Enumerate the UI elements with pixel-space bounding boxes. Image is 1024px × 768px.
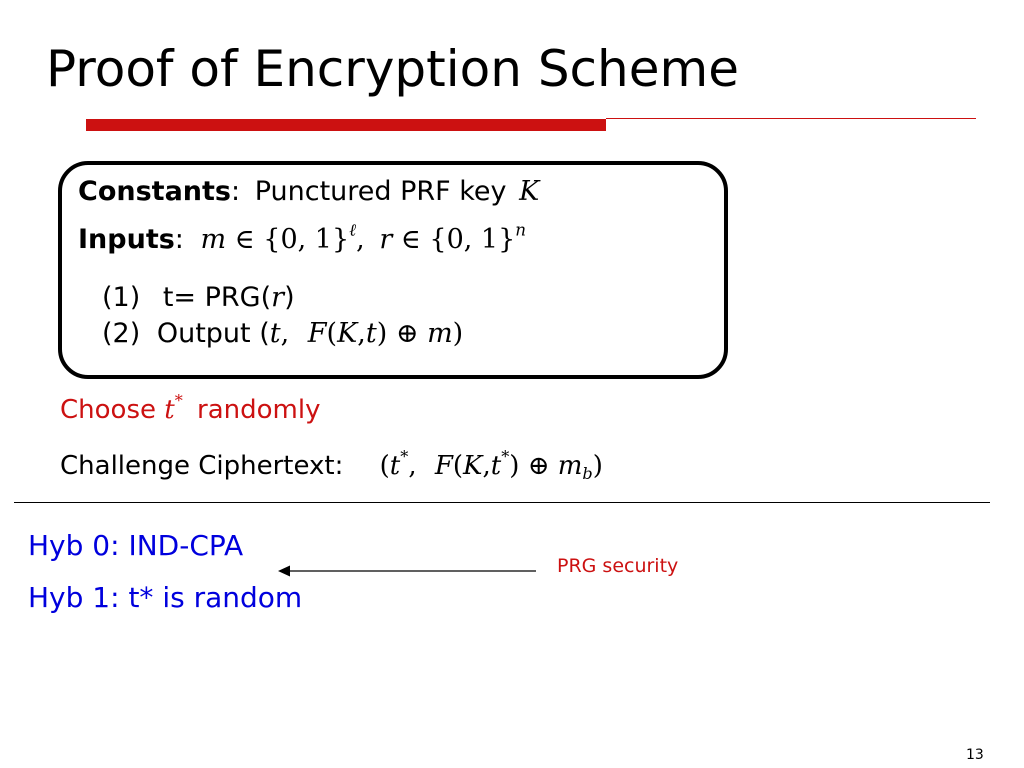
transition-arrow <box>278 565 536 577</box>
step-2-t: t <box>269 318 281 349</box>
challenge-K-comma: , <box>482 451 491 481</box>
title-underline-thick <box>86 119 606 131</box>
constants-separator: : <box>230 176 241 207</box>
step-1-line: (1) t= PRG(r) <box>102 283 295 313</box>
inputs-line: Inputs: m ∈ {0, 1}ℓ, r ∈ {0, 1}n <box>78 221 526 255</box>
step-2-F: F <box>307 318 327 349</box>
slide-number: 13 <box>966 747 984 763</box>
step-2-comma-2: , <box>357 318 366 349</box>
slide-title: Proof of Encryption Scheme <box>46 40 739 98</box>
choose-t-var: t <box>164 395 175 425</box>
inputs-exponent-2: n <box>515 219 527 240</box>
challenge-label: Challenge Ciphertext: <box>60 451 344 481</box>
transition-label: PRG security <box>557 555 679 577</box>
title-underline-thin <box>606 118 976 119</box>
constants-text: Punctured PRF key <box>254 176 507 207</box>
challenge-K: K <box>463 451 483 481</box>
step-2-xor: ⊕ <box>395 318 419 349</box>
step-1-number: (1) <box>102 282 141 313</box>
constants-key-var: K <box>519 176 540 207</box>
inputs-exponent-1: ℓ <box>349 219 357 240</box>
choose-after: randomly <box>197 395 321 425</box>
step-2-m: m <box>427 318 453 349</box>
constants-line: Constants: Punctured PRF key K <box>78 177 539 207</box>
inputs-set-1: ∈ {0, 1} <box>234 224 350 255</box>
choose-t-star: * <box>174 390 183 410</box>
step-2-K: K <box>337 318 358 349</box>
choose-line: Choose t* randomly <box>60 392 321 425</box>
step-2-end: ) <box>452 318 464 349</box>
inputs-separator: : <box>174 224 184 255</box>
challenge-F-close: ) <box>509 451 520 481</box>
inputs-label: Inputs <box>78 224 175 255</box>
choose-before: Choose <box>60 395 156 425</box>
step-2-text: Output ( <box>156 318 270 349</box>
challenge-comma: , <box>408 451 417 481</box>
challenge-F: F <box>434 451 453 481</box>
challenge-t-2: t <box>490 451 502 481</box>
program-box: Constants: Punctured PRF key K Inputs: m… <box>58 161 728 379</box>
challenge-t: t <box>389 451 401 481</box>
hybrid-0-label: Hyb 0: IND-CPA <box>28 529 244 562</box>
challenge-line: Challenge Ciphertext: (t*, F(K,t*) ⊕ mb) <box>60 448 603 483</box>
transition-arrowhead <box>278 565 290 577</box>
challenge-F-open: ( <box>452 451 464 481</box>
hybrid-1-label: Hyb 1: t* is random <box>28 581 303 614</box>
step-2-t-2: t <box>365 318 377 349</box>
step-2-number: (2) <box>102 318 141 349</box>
challenge-close: ) <box>592 451 603 481</box>
step-2-open: ( <box>326 318 338 349</box>
step-2-comma: , <box>280 318 290 349</box>
inputs-r-var: r <box>379 224 393 255</box>
inputs-set-2: ∈ {0, 1} <box>400 224 516 255</box>
challenge-m-sub: b <box>582 463 593 483</box>
constants-label: Constants <box>78 176 231 207</box>
challenge-t-2-star: * <box>501 446 510 466</box>
inputs-m-var: m <box>200 224 227 255</box>
challenge-open: ( <box>379 451 390 481</box>
challenge-m: m <box>557 451 583 481</box>
section-divider <box>14 502 990 503</box>
step-1-text: t= PRG( <box>162 282 272 313</box>
challenge-t-star: * <box>400 446 409 466</box>
step-1-close: ) <box>284 282 295 313</box>
challenge-xor: ⊕ <box>527 451 550 481</box>
inputs-comma: , <box>356 224 365 255</box>
step-2-close: ) <box>376 318 388 349</box>
step-2-line: (2) Output (t, F(K,t) ⊕ m) <box>102 319 463 349</box>
step-1-var: r <box>271 282 285 313</box>
